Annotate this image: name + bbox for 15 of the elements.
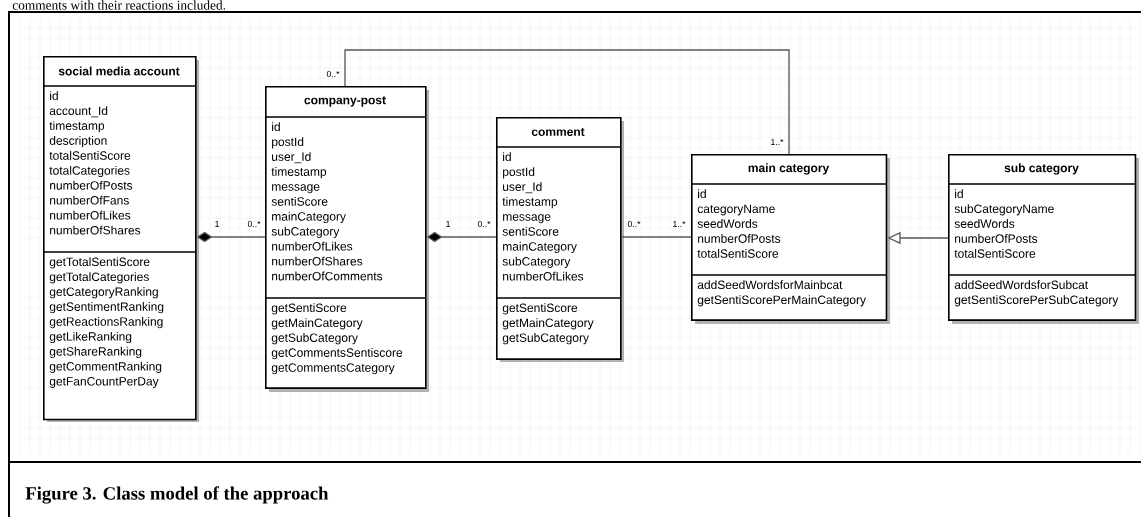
multiplicity-label: 1..* bbox=[771, 139, 784, 145]
class-box: social media account id account_Id timestamp description totalSentiScore totalCategories numberOfPosts numberOfFans numberOfLikes numberOfShares getTotalSentiScore getTotalCategories getCategoryRanking getSentimentRanking getReactionsRanking getLikeRanking getShareRanking getCommentRanking getFanCountPerDay bbox=[42, 56, 199, 422]
class-box: main category id categoryName seedWords numberOfPosts totalSentiScore addSeedWordsforMainbcat getSentiScorePerMainCategory bbox=[690, 154, 890, 324]
connector bbox=[344, 49, 790, 155]
multiplicity-label: 1 bbox=[446, 221, 450, 227]
multiplicity-label: 1 bbox=[215, 221, 219, 227]
class-box: comment id postId user_Id timestamp message sentiScore mainCategory subCategory numberOfLikes getSentiScore getMainCategory getSubCategory bbox=[495, 117, 624, 362]
multiplicity-label: 0..* bbox=[326, 70, 340, 78]
multiplicity-label: 0..* bbox=[247, 220, 261, 228]
class-box: sub category id subCategoryName seedWords numberOfPosts totalSentiScore addSeedWordsforSubcat getSentiScorePerSubCategory bbox=[947, 154, 1139, 324]
cropped-text: comments with their reactions included. bbox=[12, 0, 226, 10]
figure-caption: Figure 3. Class model of the approach bbox=[25, 486, 329, 504]
multiplicity-label: 1..* bbox=[673, 221, 686, 227]
connector bbox=[620, 236, 692, 238]
class-box: company-post id postId user_Id timestamp message sentiScore mainCategory subCategory numberOfLikes numberOfShares numberOfComments getSentiScore getMainCategory getSubCategory getCommentsSentiscore getCommentsCategory bbox=[264, 86, 429, 392]
